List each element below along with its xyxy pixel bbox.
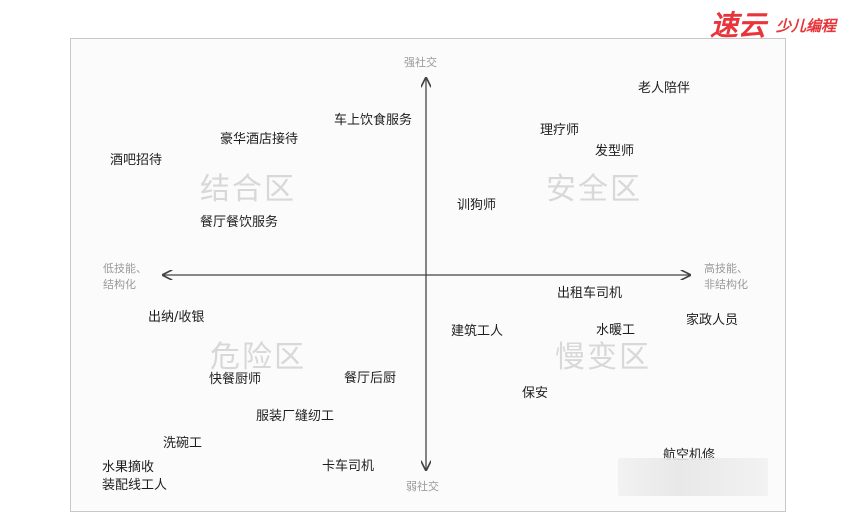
job-label: 车上饮食服务 (334, 113, 413, 128)
axis-left-label-line1: 低技能、 (103, 262, 147, 275)
job-label: 洗碗工 (163, 436, 203, 451)
job-label: 发型师 (595, 144, 635, 159)
brand-logo: 速云 (710, 9, 767, 42)
job-label: 保安 (522, 386, 549, 401)
job-label: 服装厂缝纫工 (256, 409, 335, 424)
axis-right-label-line2: 非结构化 (704, 278, 748, 291)
blurred-watermark (618, 458, 768, 496)
brand-logo-subtitle: 少儿编程 (776, 17, 837, 35)
job-label: 家政人员 (686, 313, 739, 328)
job-label: 老人陪伴 (638, 81, 691, 96)
job-label: 出租车司机 (557, 286, 623, 301)
job-label: 快餐厨师 (209, 372, 262, 387)
job-label: 出纳/收银 (148, 310, 205, 325)
job-label: 理疗师 (540, 123, 580, 138)
job-label: 酒吧招待 (110, 153, 163, 168)
job-label: 卡车司机 (322, 459, 375, 474)
job-label: 餐厅后厨 (344, 371, 397, 386)
job-label: 装配线工人 (102, 478, 168, 493)
axis-top-label: 强社交 (404, 56, 437, 69)
job-label: 餐厅餐饮服务 (200, 215, 279, 230)
zone-safe: 安全区 (546, 172, 642, 207)
zone-danger: 危险区 (210, 340, 306, 375)
job-label: 训狗师 (457, 198, 497, 213)
axis-bottom-label: 弱社交 (406, 480, 439, 493)
job-label: 水果摘收 (102, 460, 155, 475)
job-label: 建筑工人 (451, 324, 504, 339)
job-label: 豪华酒店接待 (220, 132, 299, 147)
zone-combined: 结合区 (200, 172, 296, 207)
axis-right-label-line1: 高技能、 (704, 262, 748, 275)
axis-left-label-line2: 结构化 (103, 278, 136, 291)
job-label: 水暖工 (596, 323, 636, 338)
zone-slow-change: 慢变区 (555, 340, 651, 375)
